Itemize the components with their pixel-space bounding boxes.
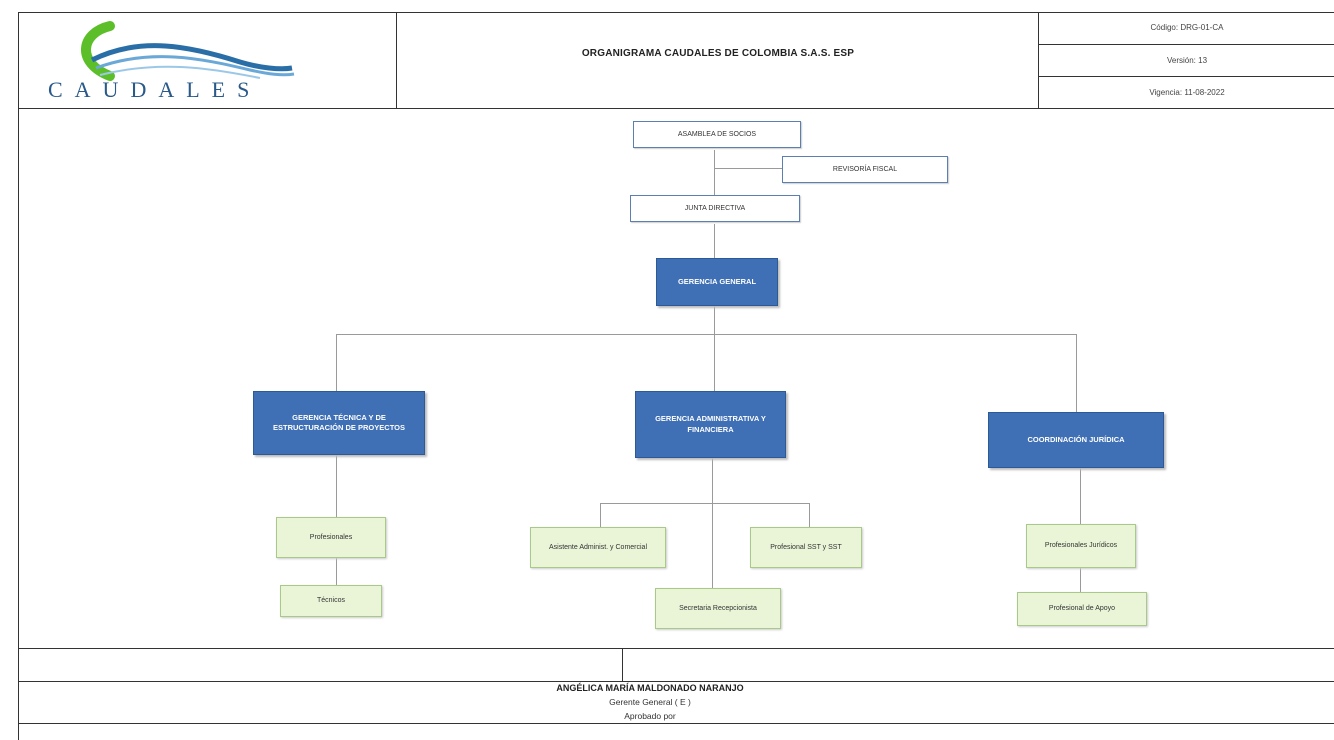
document-version: Versión: 13 <box>1166 56 1208 65</box>
connector <box>714 168 782 169</box>
connector <box>336 334 1077 335</box>
document-validity: Vigencia: 11-08-2022 <box>1149 88 1225 97</box>
box-gerencia-general: GERENCIA GENERAL <box>656 258 778 306</box>
approved-by-label: Aprobado por <box>624 711 676 721</box>
box-gerencia-administrativa: GERENCIA ADMINISTRATIVA Y FINANCIERA <box>635 391 786 458</box>
box-junta-directiva: JUNTA DIRECTIVA <box>630 195 800 222</box>
connector <box>600 503 601 527</box>
footer-middle-line <box>18 681 1334 682</box>
footer-bottom-line <box>18 723 1334 724</box>
box-profesional-sst: Profesional SST y SST <box>750 527 862 568</box>
box-asistente-administrativo: Asistente Administ. y Comercial <box>530 527 666 568</box>
header-divider-right <box>1038 12 1039 108</box>
box-revisoria-fiscal: REVISORÍA FISCAL <box>782 156 948 183</box>
connector <box>600 503 810 504</box>
connector <box>809 503 810 527</box>
header-bottom-line <box>18 108 1334 109</box>
approver-name: ANGÉLICA MARÍA MALDONADO NARANJO <box>556 683 744 693</box>
connector <box>712 458 713 588</box>
connector <box>714 224 715 258</box>
header-meta-line-2 <box>1038 76 1334 77</box>
connector <box>714 306 715 391</box>
box-tecnicos: Técnicos <box>280 585 382 617</box>
header-meta-line-1 <box>1038 44 1334 45</box>
connector <box>336 334 337 391</box>
logo-text: CAUDALES <box>48 77 262 102</box>
footer-top-line <box>18 648 1334 649</box>
box-gerencia-tecnica: GERENCIA TÉCNICA Y DE ESTRUCTURACIÓN DE … <box>253 391 425 455</box>
document-code: Código: DRG-01-CA <box>1150 23 1224 32</box>
connector <box>1076 334 1077 412</box>
caudales-logo-icon <box>81 21 295 81</box>
box-profesional-apoyo: Profesional de Apoyo <box>1017 592 1147 626</box>
box-profesionales: Profesionales <box>276 517 386 558</box>
box-coordinacion-juridica: COORDINACIÓN JURÍDICA <box>988 412 1164 468</box>
box-asamblea-socios: ASAMBLEA DE SOCIOS <box>633 121 801 148</box>
approver-role: Gerente General ( E ) <box>609 697 691 707</box>
box-profesionales-juridicos: Profesionales Jurídicos <box>1026 524 1136 568</box>
document-frame <box>18 12 1334 740</box>
footer-divider <box>622 648 623 681</box>
connector <box>714 150 715 195</box>
box-secretaria-recepcionista: Secretaria Recepcionista <box>655 588 781 629</box>
header-divider-left <box>396 12 397 108</box>
document-title: ORGANIGRAMA CAUDALES DE COLOMBIA S.A.S. … <box>581 48 855 59</box>
